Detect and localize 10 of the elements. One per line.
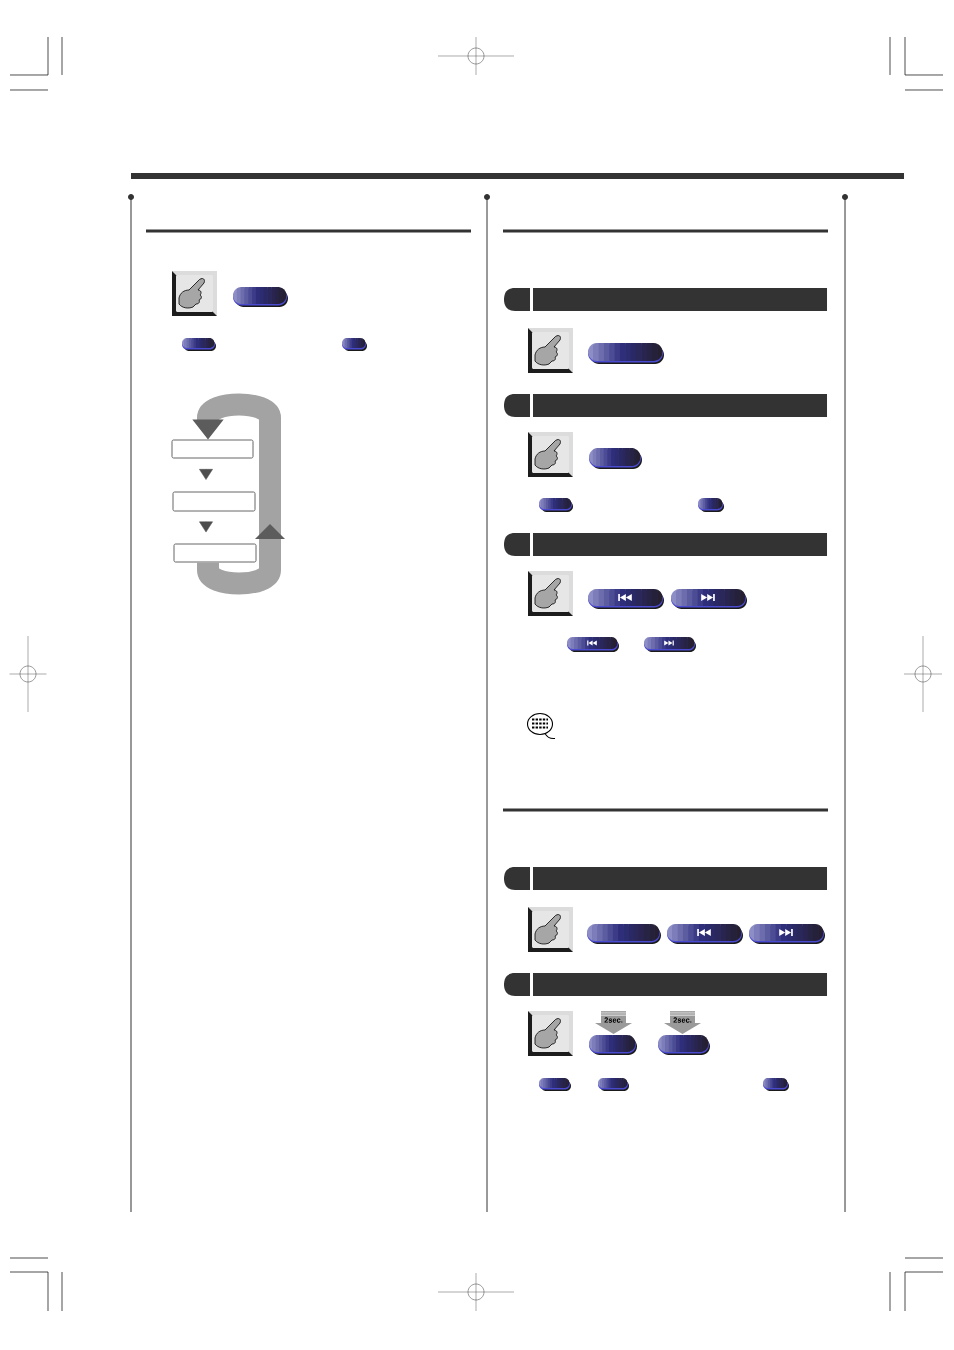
heading-band xyxy=(504,973,827,996)
flow-box xyxy=(171,439,254,459)
heading-band xyxy=(504,533,827,556)
down-arrow xyxy=(199,521,213,533)
flow-box xyxy=(172,491,256,512)
flow-box xyxy=(173,543,257,563)
heading-band xyxy=(504,288,827,311)
heading-band xyxy=(504,394,827,417)
down-arrow xyxy=(199,468,213,480)
heading-band xyxy=(504,867,827,890)
